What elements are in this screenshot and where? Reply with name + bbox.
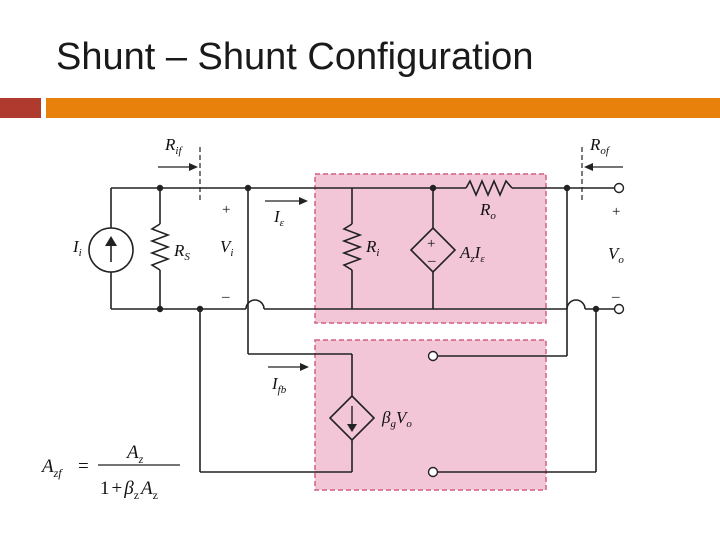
beta-current-arrow-icon	[347, 424, 357, 432]
title-accent-bar-right	[46, 98, 720, 118]
feedback-terminal-top	[427, 350, 439, 362]
label-vo: Vo	[608, 244, 624, 266]
output-terminal-top	[613, 182, 625, 194]
current-source-arrow	[105, 236, 117, 246]
label-rof: Rof	[589, 135, 611, 157]
label-ifb: Ifb	[271, 374, 287, 396]
wire-crossover-right	[566, 299, 586, 310]
title-accent-bar-left	[0, 98, 41, 118]
vi-plus-sign: +	[222, 202, 230, 218]
feedback-block	[314, 339, 547, 491]
output-terminal-bottom	[613, 303, 625, 315]
label-vi: Vi	[220, 237, 233, 259]
junction	[156, 184, 164, 192]
resistor-ro	[465, 178, 513, 198]
rif-arrow-icon	[189, 163, 198, 171]
vo-plus-sign: +	[612, 204, 620, 220]
slide-title: Shunt – Shunt Configuration	[56, 36, 534, 78]
wire-crossover-left	[245, 299, 265, 310]
junction	[429, 184, 437, 192]
source-minus-sign: –	[427, 253, 436, 269]
source-plus-sign: +	[427, 236, 435, 252]
label-ii: Ii	[72, 237, 82, 259]
feedback-terminal-bottom	[427, 466, 439, 478]
ie-arrow-icon	[299, 197, 308, 205]
rof-arrow-icon	[584, 163, 593, 171]
label-beta-vo: βgVo	[381, 408, 412, 430]
label-az-ie: AzIε	[459, 243, 485, 265]
junction	[563, 184, 571, 192]
label-rif: Rif	[164, 135, 183, 157]
label-ro: Ro	[479, 200, 496, 222]
resistor-ri	[341, 223, 363, 271]
vo-minus-sign: –	[611, 289, 620, 305]
label-ri: Ri	[365, 237, 379, 259]
vi-minus-sign: –	[221, 289, 230, 305]
amplifier-block	[314, 173, 547, 324]
label-rs: RS	[173, 241, 190, 263]
resistor-rs	[149, 223, 171, 271]
svg-text:=: =	[78, 456, 89, 477]
junction	[196, 305, 204, 313]
ifb-arrow-icon	[300, 363, 309, 371]
junction	[244, 184, 252, 192]
junction	[156, 305, 164, 313]
svg-text:Az: Az	[125, 442, 144, 466]
label-ie: Iε	[273, 207, 285, 229]
svg-text:Azf: Azf	[40, 456, 63, 480]
junction	[592, 305, 600, 313]
